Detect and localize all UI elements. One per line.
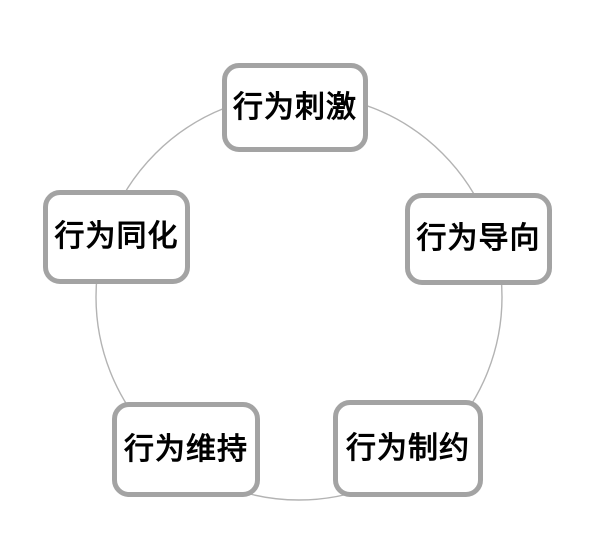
node-behavior-maintenance: 行为维持 (112, 402, 260, 497)
node-behavior-assimilation: 行为同化 (43, 190, 190, 284)
node-behavior-orientation: 行为导向 (405, 193, 552, 285)
node-label: 行为刺激 (233, 90, 357, 124)
node-label: 行为维持 (124, 432, 248, 466)
node-label: 行为导向 (416, 222, 541, 255)
node-behavior-stimulus: 行为刺激 (222, 63, 368, 152)
node-behavior-constraint: 行为制约 (333, 400, 483, 497)
node-label: 行为同化 (54, 220, 179, 253)
node-label: 行为制约 (346, 431, 470, 465)
